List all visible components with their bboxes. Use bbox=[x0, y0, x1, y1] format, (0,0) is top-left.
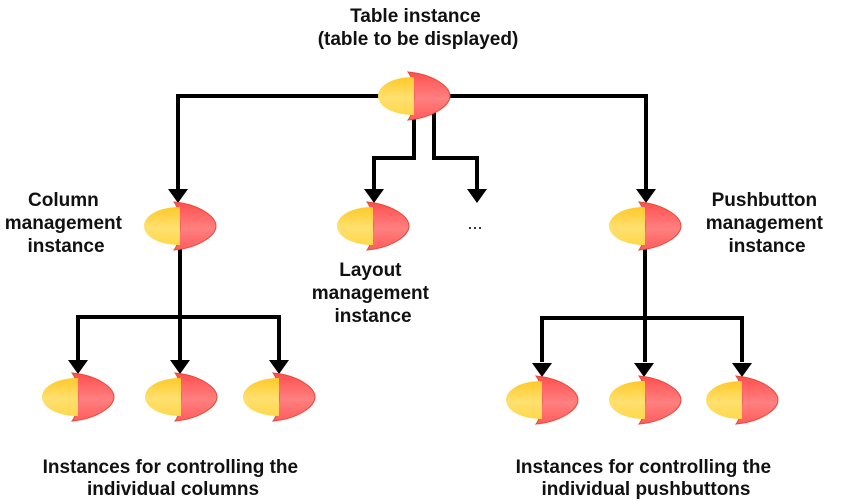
arrowhead bbox=[170, 360, 190, 374]
column-management-label-line: Column bbox=[28, 190, 99, 211]
column-instances-label: Instances for controlling the individual… bbox=[43, 457, 304, 500]
more-instances-ellipsis: ... bbox=[467, 213, 482, 233]
column-management-label: Column management instance bbox=[5, 190, 127, 257]
root-label-line: (table to be displayed) bbox=[318, 29, 519, 50]
pushbutton-management-label-line: instance bbox=[728, 236, 805, 257]
column-management-label-line: instance bbox=[27, 236, 104, 257]
arrowhead bbox=[636, 189, 656, 203]
column-instance-node[interactable] bbox=[242, 372, 316, 422]
pushbutton-instance-node[interactable] bbox=[608, 375, 682, 425]
connectors bbox=[68, 94, 752, 377]
arrowhead bbox=[68, 360, 88, 374]
pushbutton-management-label-line: management bbox=[706, 213, 824, 234]
layout-management-label: Layout management instance bbox=[312, 260, 434, 327]
column-instances-label-line: individual columns bbox=[87, 479, 259, 500]
pushbutton-instances-label-line: individual pushbuttons bbox=[542, 479, 751, 500]
arrowhead bbox=[634, 363, 654, 377]
arrowhead bbox=[269, 360, 289, 374]
connector-column-bar bbox=[76, 315, 281, 362]
connector-root-to-more bbox=[432, 112, 479, 192]
layout-management-label-line: Layout bbox=[339, 260, 402, 281]
pushbutton-management-node[interactable] bbox=[608, 201, 682, 251]
column-instance-node[interactable] bbox=[41, 372, 115, 422]
column-management-label-line: management bbox=[5, 213, 123, 234]
column-management-node[interactable] bbox=[143, 201, 217, 251]
root-label-line: Table instance bbox=[350, 6, 481, 27]
arrowhead bbox=[532, 363, 552, 377]
arrowhead bbox=[168, 189, 188, 203]
layout-management-label-line: instance bbox=[334, 306, 411, 327]
pushbutton-management-label: Pushbutton management instance bbox=[706, 190, 828, 257]
arrowhead bbox=[364, 189, 384, 203]
layout-management-node[interactable] bbox=[336, 201, 410, 251]
arrowhead bbox=[732, 363, 752, 377]
pushbutton-management-label-line: Pushbutton bbox=[712, 190, 818, 211]
column-instance-node[interactable] bbox=[144, 372, 218, 422]
connector-root-to-column bbox=[176, 94, 380, 192]
arrowhead bbox=[467, 189, 487, 203]
layout-management-label-line: management bbox=[312, 283, 430, 304]
connector-root-to-layout bbox=[372, 112, 416, 192]
pushbutton-instance-node[interactable] bbox=[505, 375, 579, 425]
pushbutton-instances-label: Instances for controlling the individual… bbox=[516, 457, 777, 500]
root-node[interactable] bbox=[377, 71, 451, 121]
pushbutton-instances-label-line: Instances for controlling the bbox=[516, 457, 771, 478]
root-label: Table instance (table to be displayed) bbox=[318, 6, 519, 50]
pushbutton-instance-node[interactable] bbox=[705, 375, 779, 425]
connector-pushbutton-bar bbox=[540, 316, 744, 362]
column-instances-label-line: Instances for controlling the bbox=[43, 457, 298, 478]
connector-root-to-pushbutton bbox=[450, 94, 648, 192]
